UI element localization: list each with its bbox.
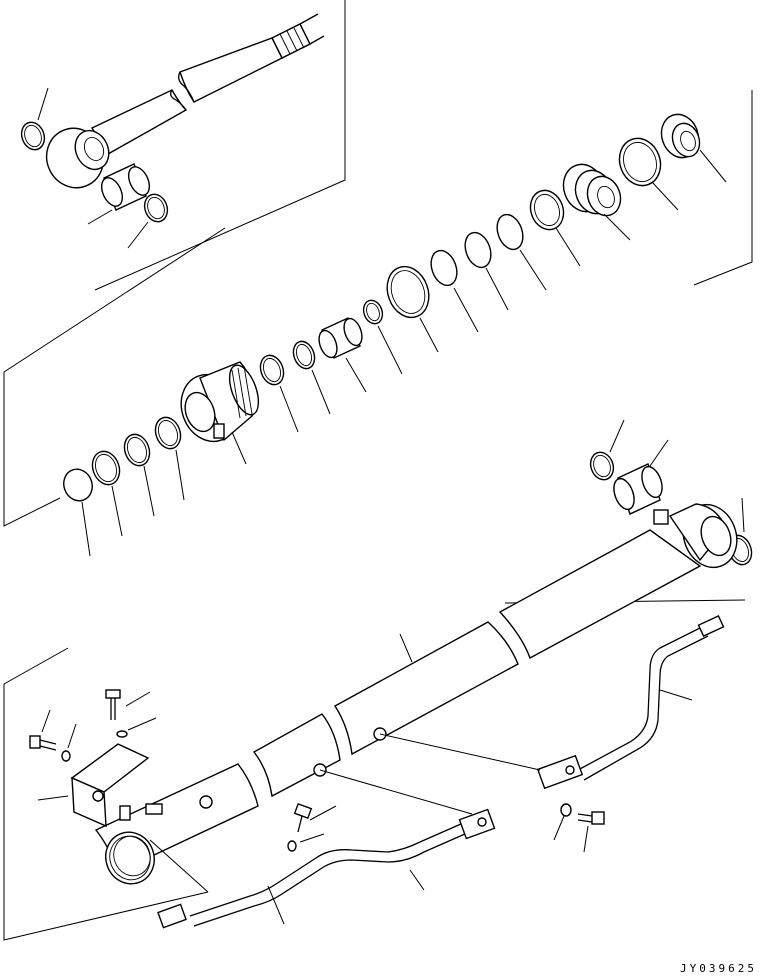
rod-assembly-frame — [94, 0, 346, 291]
head-rings — [63, 416, 185, 557]
nut-and-collar — [618, 113, 727, 211]
cylinder-tube — [94, 503, 738, 873]
head-seals — [259, 299, 403, 433]
clamp-and-bracket — [29, 689, 605, 925]
upper-pipe — [379, 614, 725, 790]
seal-kit-frame — [3, 90, 753, 527]
piston-rings — [386, 189, 581, 353]
rod-end-parts — [20, 87, 169, 249]
piston — [562, 163, 631, 241]
lower-pipe — [157, 769, 496, 929]
piston-rod — [45, 13, 325, 189]
cylinder-bottom-parts — [589, 419, 753, 566]
cylinder-head — [180, 361, 260, 465]
drawing-code: JY039625 — [680, 962, 757, 975]
